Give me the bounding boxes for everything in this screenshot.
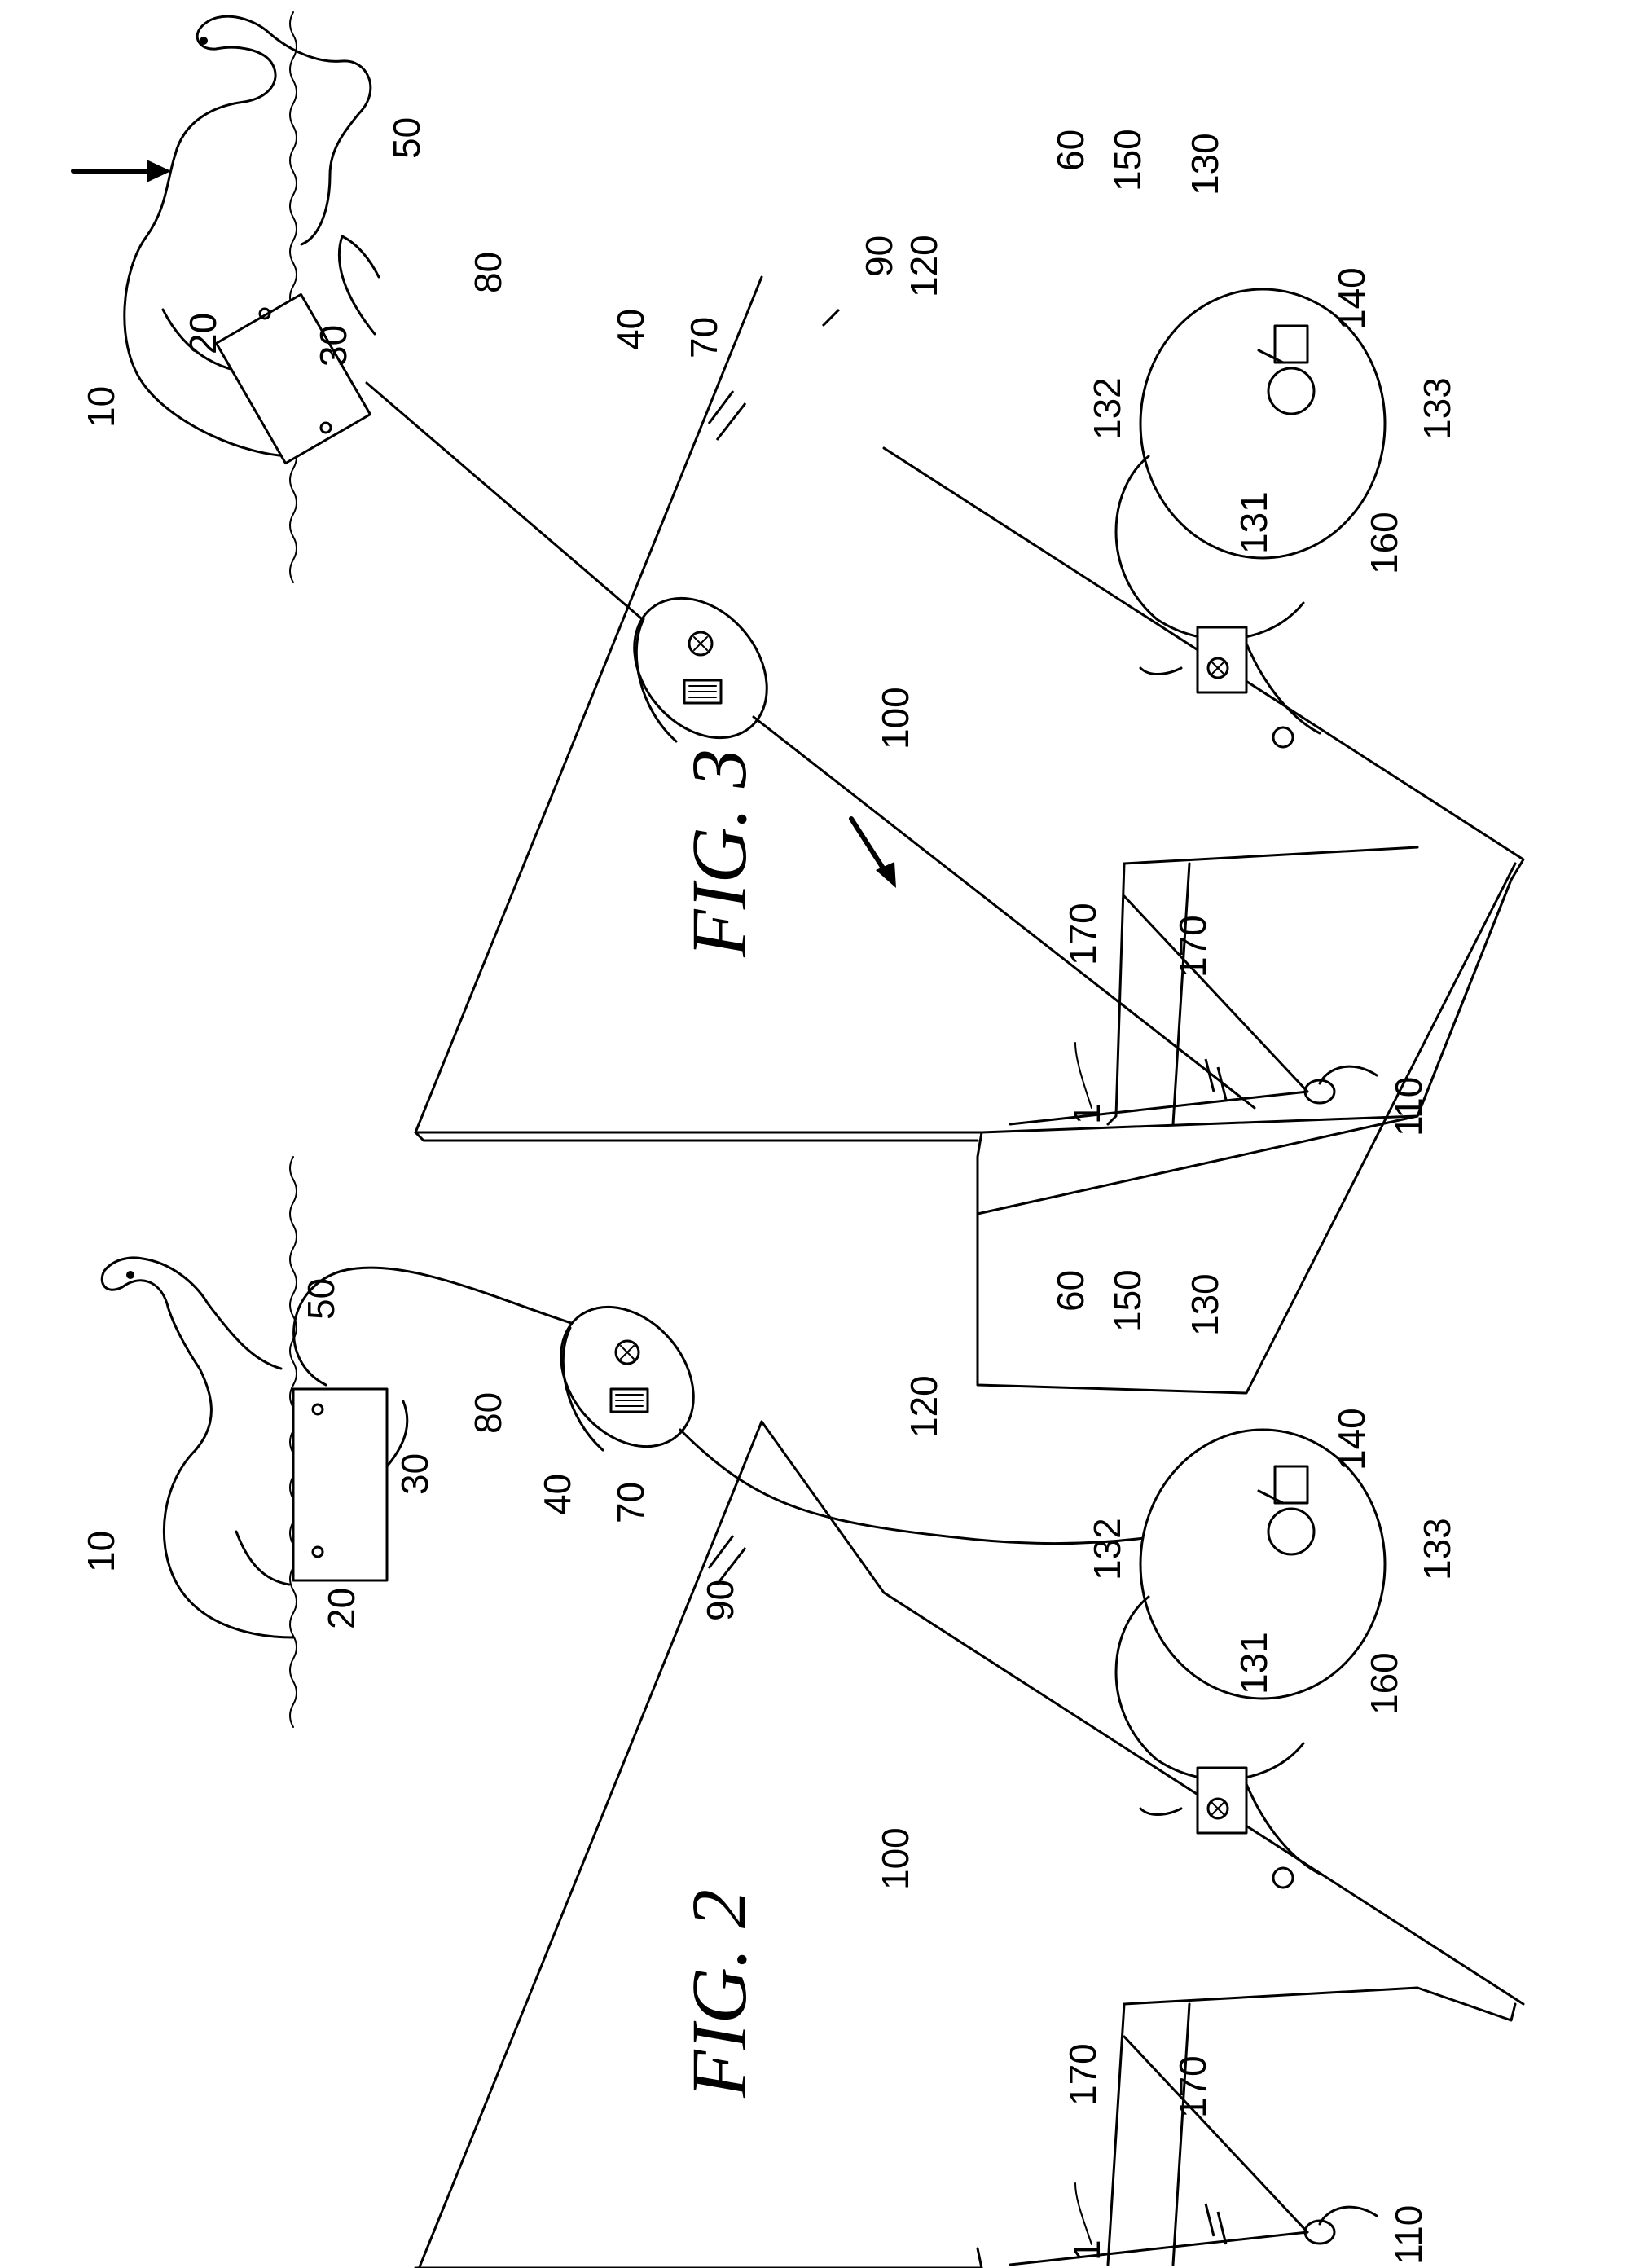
figure-2-caption: FIG. 2 (675, 1889, 762, 2099)
ref-140: 140 (1330, 1408, 1373, 1470)
keel (337, 235, 380, 336)
mount-plate (215, 292, 371, 465)
ref-130: 130 (1184, 133, 1226, 196)
ref-30: 30 (312, 325, 354, 367)
ref-110: 110 (1387, 2205, 1430, 2265)
ref-120: 120 (903, 235, 945, 297)
duck-decoy (123, 15, 372, 458)
ref-100: 100 (874, 687, 916, 749)
ref-100: 100 (874, 1827, 916, 1890)
ref-132: 132 (1086, 1518, 1128, 1580)
ref-131: 131 (1233, 1632, 1275, 1694)
reel-housing (1114, 1428, 1387, 1889)
reel (633, 596, 768, 743)
ref-170a: 170 (1171, 915, 1214, 978)
line-80 (365, 381, 653, 629)
figure-2: 10 20 30 50 80 40 70 90 60 150 130 140 1… (80, 1156, 1525, 2268)
ref-120: 120 (903, 1375, 945, 1438)
figure-3-caption: FIG. 3 (675, 749, 762, 958)
cooler-box (414, 275, 1525, 1395)
ref-132: 132 (1086, 377, 1128, 440)
line-arrow (849, 816, 896, 888)
ref-90: 90 (858, 235, 900, 277)
ref-90: 90 (699, 1580, 741, 1621)
reel (560, 1305, 695, 1452)
ref-170b: 170 (1061, 903, 1104, 965)
figure-3: 10 20 30 50 80 40 70 90 60 150 130 140 1… (71, 11, 1525, 1395)
ref-170b: 170 (1061, 2043, 1104, 2106)
ref-130: 130 (1184, 1273, 1226, 1336)
ref-160: 160 (1363, 1652, 1405, 1715)
ref-70: 70 (609, 1482, 652, 1523)
ref-140: 140 (1330, 267, 1373, 330)
strap (1009, 894, 1378, 1126)
ref-133: 133 (1416, 377, 1458, 440)
strap (1009, 2035, 1378, 2266)
crank-knob (1257, 324, 1316, 415)
down-arrow (71, 160, 171, 182)
ref-1: 1 (1066, 2239, 1108, 2261)
ref-60: 60 (1049, 130, 1092, 171)
ref-50: 50 (385, 117, 428, 159)
line-90 (752, 715, 1256, 1110)
mount-plate (292, 1387, 389, 1582)
reel-housing (1114, 288, 1387, 749)
ref-150: 150 (1106, 129, 1149, 191)
ref-20: 20 (182, 313, 224, 354)
ref-110: 110 (1387, 1077, 1430, 1136)
line-80 (292, 1266, 588, 1387)
duck-decoy (100, 1256, 295, 1639)
ref-133: 133 (1416, 1518, 1458, 1580)
ref-131: 131 (1233, 491, 1275, 554)
ref-20: 20 (320, 1588, 363, 1629)
keel (385, 1400, 409, 1468)
ref-1: 1 (1066, 1103, 1108, 1124)
water-line (289, 11, 297, 583)
ref-80: 80 (467, 252, 509, 293)
ref-30: 30 (393, 1453, 436, 1495)
ref-50: 50 (300, 1278, 342, 1320)
ref-70: 70 (683, 317, 725, 358)
ref-10: 10 (80, 386, 122, 428)
ref-40: 40 (536, 1474, 578, 1515)
crank-knob (1257, 1465, 1316, 1556)
ref-40: 40 (609, 309, 652, 350)
ref-170a: 170 (1171, 2055, 1214, 2118)
ref-10: 10 (80, 1531, 122, 1572)
ref-150: 150 (1106, 1269, 1149, 1332)
ref-60: 60 (1049, 1270, 1092, 1312)
ref-1-arrow (1074, 2182, 1092, 2245)
ref-160: 160 (1363, 512, 1405, 574)
ref-1-arrow (1074, 1042, 1092, 1109)
water-line (289, 1156, 297, 1728)
ref-80: 80 (467, 1392, 509, 1434)
